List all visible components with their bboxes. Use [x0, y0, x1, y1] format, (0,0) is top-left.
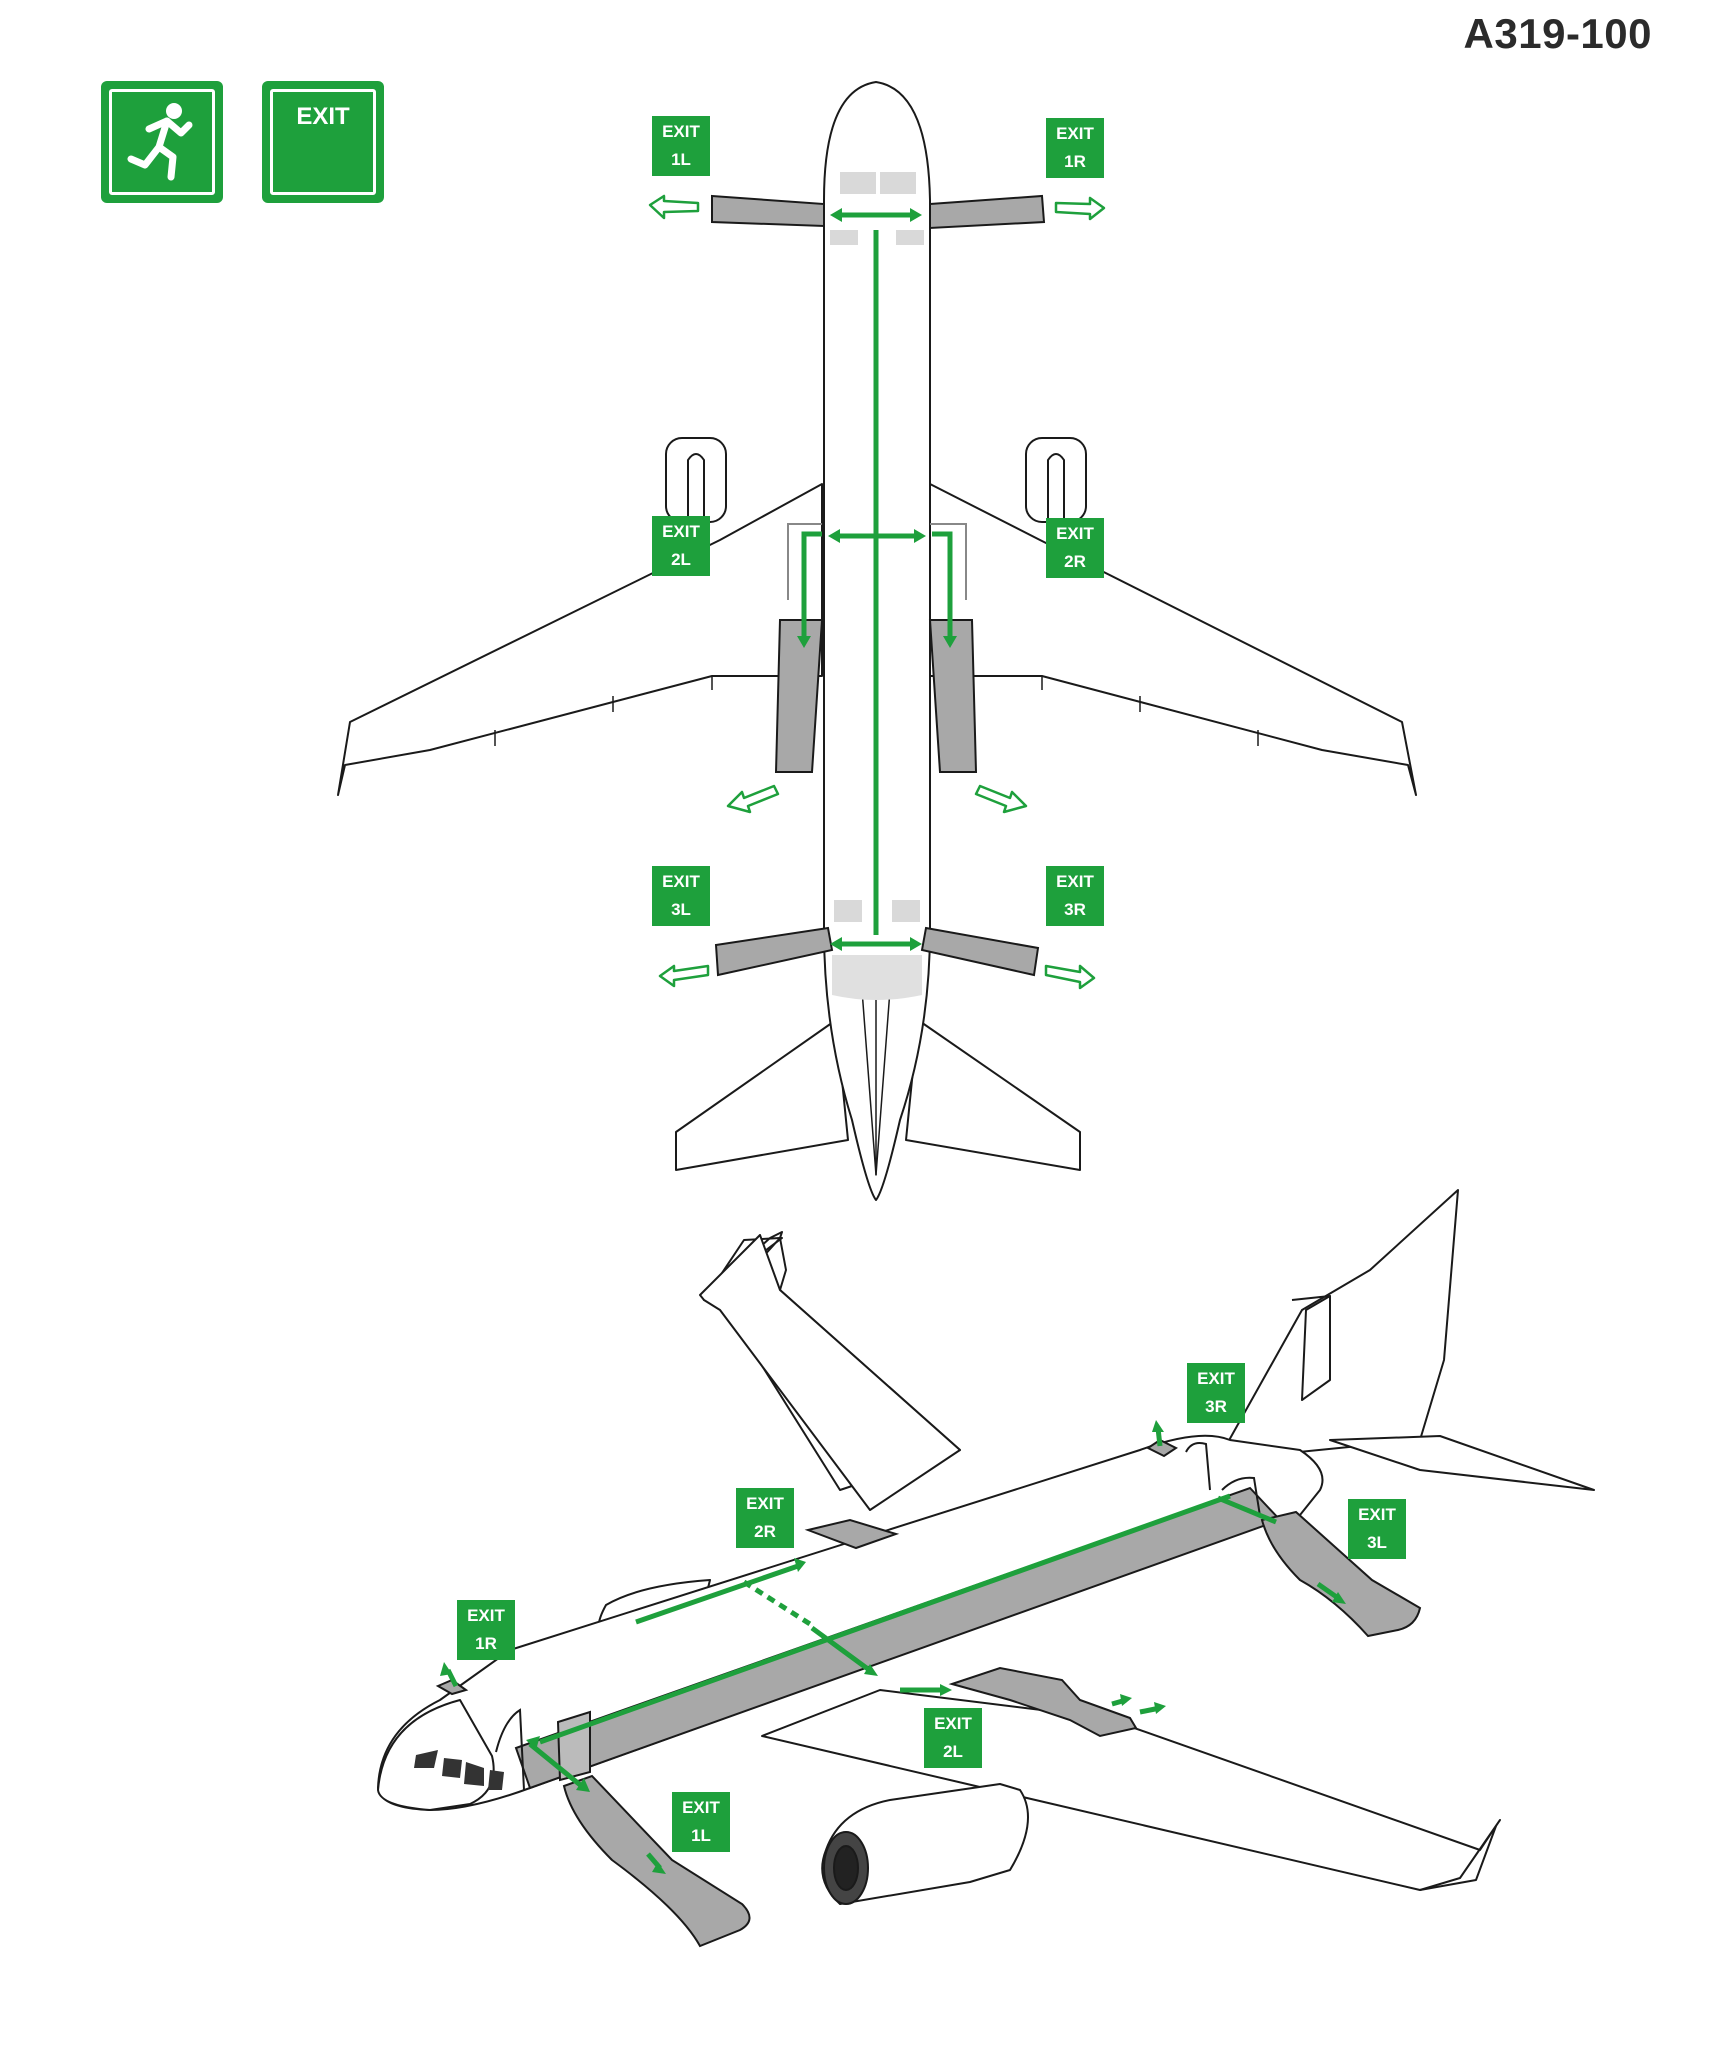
slide-3d-1r: [435, 1678, 469, 1696]
far-stabilizer: [1301, 1295, 1331, 1401]
far-wing-panel: [699, 1234, 961, 1511]
aircraft-model-title: A319-100: [1463, 10, 1652, 57]
slide-3d-3r: [1146, 1438, 1178, 1458]
fuselage-3d: [377, 1434, 1324, 1811]
far-engine: [597, 1579, 711, 1641]
slide-1l: [711, 194, 825, 228]
slide-3l: [714, 926, 834, 977]
vertical-tail: [1217, 1189, 1459, 1461]
near-wing: [761, 1689, 1501, 1891]
left-stabilizer: [675, 1019, 849, 1171]
running-man-icon: [127, 103, 193, 181]
arrow-out-2r: [974, 784, 1028, 814]
exit-sign: EXIT: [262, 81, 384, 203]
cockpit-window: [414, 1750, 438, 1768]
arrow-out-1r: [1054, 196, 1106, 221]
right-wing: [929, 483, 1417, 796]
arrow-out-2l: [726, 784, 780, 814]
top-view-diagram: [337, 81, 1417, 1201]
near-stabilizer: [1329, 1435, 1595, 1491]
slide-2l: [774, 619, 824, 773]
slide-3r: [920, 926, 1040, 977]
slide-1r: [929, 194, 1046, 230]
left-wing: [337, 483, 823, 796]
arrow-out-1l: [648, 194, 700, 220]
slide-2r: [928, 619, 978, 773]
far-wing: [705, 1289, 961, 1491]
cabin-floor: [514, 1486, 1282, 1790]
near-engine: [821, 1783, 1029, 1905]
right-stabilizer: [905, 1019, 1081, 1171]
exit-sign-text: EXIT: [296, 103, 350, 130]
left-engine: [665, 437, 727, 523]
slide-3d-2r: [804, 1518, 900, 1550]
running-man-sign: [101, 81, 223, 203]
arrow-out-3l: [658, 964, 710, 988]
right-engine: [1025, 437, 1087, 523]
arrow-out-3r: [1044, 964, 1096, 990]
